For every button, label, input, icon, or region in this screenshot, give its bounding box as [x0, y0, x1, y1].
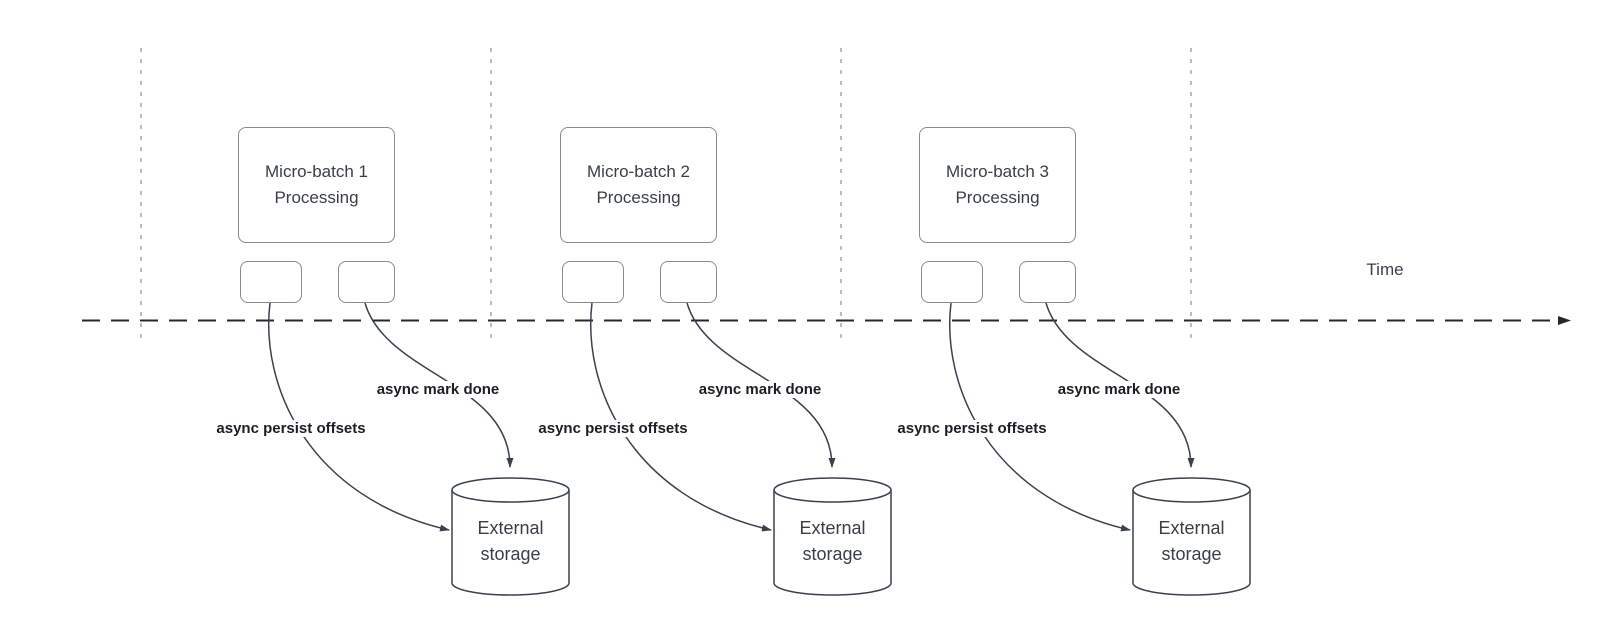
async-mark-done-label: async mark done [373, 381, 503, 398]
mark-done-task-box [660, 261, 717, 303]
persist-offsets-task-box [240, 261, 302, 303]
micro-batch-3-processing-box: Micro-batch 3 Processing [919, 127, 1076, 243]
async-persist-offsets-arrow [590, 302, 772, 532]
persist-offsets-task-box [921, 261, 983, 303]
external-storage-cylinder [1132, 477, 1251, 596]
async-persist-offsets-arrow [949, 302, 1131, 532]
micro-batch-1-processing-box: Micro-batch 1 Processing [238, 127, 395, 243]
micro-batch-subtitle: Processing [596, 188, 681, 207]
storage-label-line1: External [477, 518, 544, 538]
mark-done-task-box [1019, 261, 1076, 303]
micro-batch-title: Micro-batch 1 [265, 162, 368, 181]
storage-label-line2: storage [480, 544, 541, 564]
micro-batch-title: Micro-batch 2 [587, 162, 690, 181]
async-mark-done-arrow [686, 302, 836, 468]
storage-label-line2: storage [802, 544, 863, 564]
external-storage-label: External storage [452, 496, 569, 586]
persist-offsets-task-box [562, 261, 624, 303]
micro-batch-2-processing-box: Micro-batch 2 Processing [560, 127, 717, 243]
storage-label-line1: External [1158, 518, 1225, 538]
async-persist-offsets-label: async persist offsets [894, 420, 1050, 437]
external-storage-label: External storage [774, 496, 891, 586]
external-storage-label: External storage [1133, 496, 1250, 586]
external-storage-cylinder [451, 477, 570, 596]
micro-batch-title: Micro-batch 3 [946, 162, 1049, 181]
async-mark-done-label: async mark done [695, 381, 825, 398]
external-storage-cylinder [773, 477, 892, 596]
async-mark-done-arrow [1045, 302, 1195, 468]
cylinder-rim-line [1132, 489, 1251, 503]
time-axis-label: Time [1366, 260, 1404, 279]
cylinder-rim-line [773, 489, 892, 503]
async-persist-offsets-label: async persist offsets [535, 420, 691, 437]
mark-done-task-box [338, 261, 395, 303]
micro-batch-subtitle: Processing [955, 188, 1040, 207]
async-mark-done-arrow [364, 302, 514, 468]
storage-label-line2: storage [1161, 544, 1222, 564]
storage-label-line1: External [799, 518, 866, 538]
async-persist-offsets-label: async persist offsets [213, 420, 369, 437]
async-persist-offsets-arrow [268, 302, 450, 532]
cylinder-rim-line [451, 489, 570, 503]
async-mark-done-label: async mark done [1054, 381, 1184, 398]
micro-batch-subtitle: Processing [274, 188, 359, 207]
